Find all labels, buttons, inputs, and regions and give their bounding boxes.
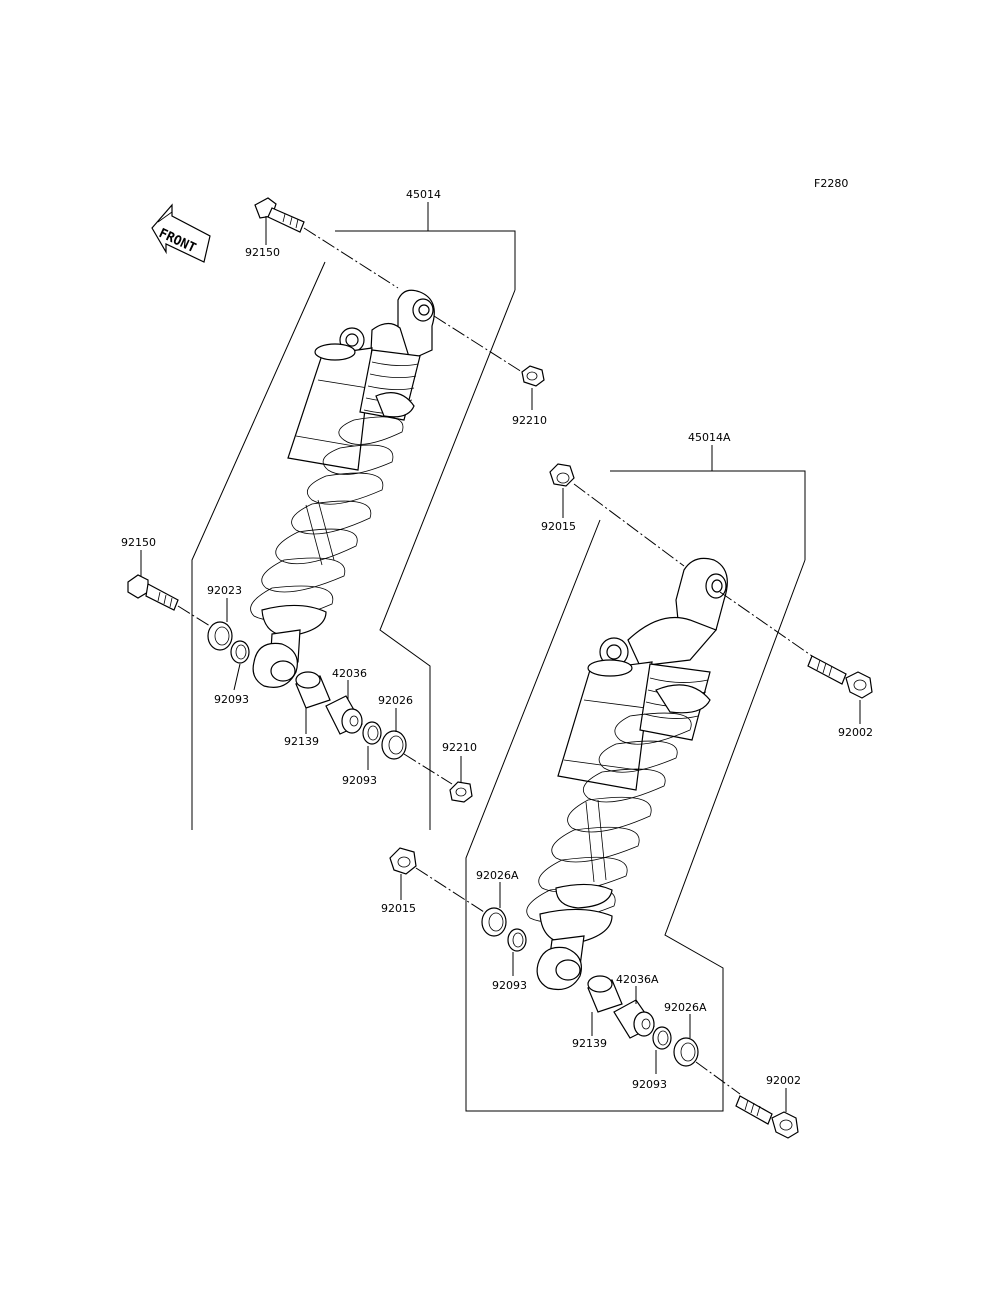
bolt-92002-right (807, 655, 873, 699)
washer-92026A-b (673, 1037, 699, 1067)
label-42036: 42036 (332, 667, 367, 680)
shock-assembly-b: 45014A 92015 92002 92015 92026A 92093 42… (381, 431, 873, 1139)
washer-92026 (381, 730, 407, 760)
nut-92210-b (449, 781, 473, 803)
label-92150-left: 92150 (121, 536, 156, 549)
washer-92023 (207, 621, 233, 651)
shock-absorber-a (250, 289, 435, 688)
label-92023: 92023 (207, 584, 242, 597)
label-92093-d: 92093 (632, 1078, 667, 1091)
bolt-92002-bottom (735, 1095, 799, 1139)
bolt-92150-left (127, 574, 179, 611)
label-92093-a: 92093 (214, 693, 249, 706)
label-45014: 45014 (406, 188, 441, 201)
label-92139-a: 92139 (284, 735, 319, 748)
shock-assembly-a: 45014 92150 92210 92150 92023 92093 4203… (121, 188, 547, 830)
front-arrow-icon: FRONT (151, 203, 211, 263)
label-92093-c: 92093 (492, 979, 527, 992)
label-92210-top: 92210 (512, 414, 547, 427)
collar-92015-left (389, 847, 417, 875)
figure-code: F2280 (814, 177, 848, 190)
shock-absorber-b (526, 557, 728, 991)
collar-42036-a (325, 695, 363, 735)
label-92026A-a: 92026A (476, 869, 519, 882)
label-92139-b: 92139 (572, 1037, 607, 1050)
label-92150-top: 92150 (245, 246, 280, 259)
label-42036A: 42036A (616, 973, 659, 986)
label-45014A: 45014A (688, 431, 731, 444)
label-92002-bottom: 92002 (766, 1074, 801, 1087)
oring-92093-a (230, 640, 250, 664)
label-92210-b: 92210 (442, 741, 477, 754)
washer-92026A-a (481, 907, 507, 937)
oring-92093-c (507, 928, 527, 952)
oring-92093-d (652, 1026, 672, 1050)
collar-42036A (613, 999, 655, 1039)
sleeve-92139-b (587, 975, 623, 1013)
nut-92210-top (521, 365, 545, 387)
sleeve-92139-a (295, 671, 331, 709)
bolt-92150-top (254, 197, 305, 233)
oring-92093-b (362, 721, 382, 745)
label-92002-right: 92002 (838, 726, 873, 739)
label-92093-b: 92093 (342, 774, 377, 787)
label-92015-left: 92015 (381, 902, 416, 915)
label-92015-top: 92015 (541, 520, 576, 533)
label-92026: 92026 (378, 694, 413, 707)
collar-92015-top (549, 463, 575, 487)
label-92026A-b: 92026A (664, 1001, 707, 1014)
